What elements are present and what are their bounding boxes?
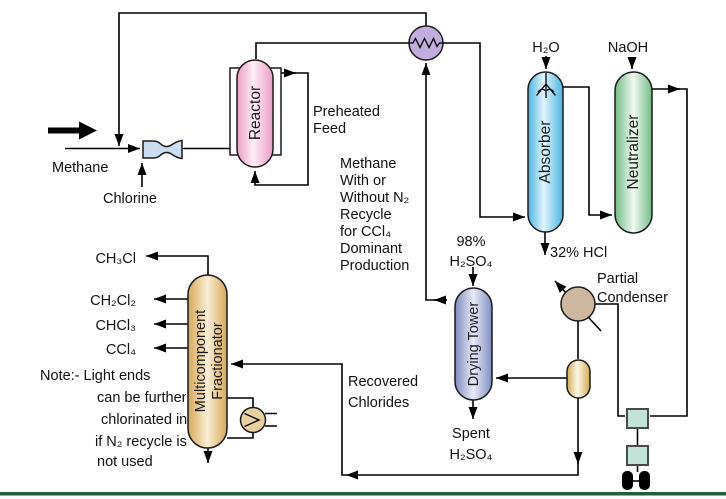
reboiler-stub-lines xyxy=(265,412,277,427)
preheated-feed-label-1: Preheated xyxy=(313,104,380,120)
storage-box-1 xyxy=(626,408,649,429)
bottoms-run-line xyxy=(346,462,579,480)
chlorine-label: Chlorine xyxy=(103,191,157,207)
overhead-product-line xyxy=(146,251,209,275)
fractionator-vessel xyxy=(187,274,228,449)
reactor-vessel xyxy=(236,59,274,168)
condenser-to-storage-line xyxy=(595,303,625,417)
fractionator-label-2: Fractionator xyxy=(210,322,226,400)
neutralizer-vessel xyxy=(614,71,653,234)
bold-feed-arrow xyxy=(48,121,97,140)
equipment-labels: Reactor Absorber Neutralizer Drying Towe… xyxy=(193,86,668,412)
partial-condenser-label-2: Condenser xyxy=(597,290,668,306)
absorber-spray-nozzle xyxy=(535,73,557,98)
footnote-line-4: if N₂ recycle is xyxy=(95,434,187,450)
footnote-line-3: chlorinated in xyxy=(101,412,187,428)
acid-in-label-1: 98% xyxy=(456,234,485,250)
drying-tower-vessel xyxy=(454,287,493,401)
water-label: H₂O xyxy=(532,40,559,56)
drying-tower-label: Drying Tower xyxy=(466,302,482,387)
storage-box-2 xyxy=(626,445,649,466)
knockout-drum xyxy=(566,359,591,399)
partial-condenser xyxy=(560,286,596,322)
trailer-wheel-left xyxy=(622,471,633,490)
product-label-ccl4: CCl₄ xyxy=(106,342,136,358)
hx-to-absorber-line xyxy=(443,42,525,222)
recovered-label-2: Chlorides xyxy=(348,395,409,411)
mode-note-line-1: Methane xyxy=(340,156,396,172)
recycle-to-feed-line xyxy=(114,12,427,146)
mode-note-line-4: Recycle xyxy=(340,207,392,223)
heat-exchanger xyxy=(408,25,444,61)
mode-note-line-5: for CCl₄ xyxy=(340,224,391,240)
trailer-wheel-right xyxy=(639,471,650,490)
product-label-ch2cl2: CH₂Cl₂ xyxy=(90,293,136,309)
neutralizer-to-storage-line xyxy=(650,88,688,417)
stream-labels: Methane Chlorine Preheated Feed H₂O NaOH… xyxy=(52,40,648,463)
annotation-texts: Methane With or Without N₂ Recycle for C… xyxy=(40,156,409,470)
preheated-feed-loop xyxy=(250,72,309,186)
reboiler xyxy=(239,406,267,434)
preheated-feed-label-2: Feed xyxy=(313,121,346,137)
spent-acid-label-1: Spent xyxy=(452,426,490,442)
dryer-to-hx-riser xyxy=(421,63,437,301)
mode-note-line-3: Without N₂ xyxy=(340,190,409,206)
acid-in-label-2: H₂SO₄ xyxy=(450,254,493,270)
absorber-vessel xyxy=(527,71,564,233)
reactor-outlet-line xyxy=(255,42,409,59)
footer-divider-bar xyxy=(0,492,726,496)
naoh-label: NaOH xyxy=(608,40,648,56)
methane-label: Methane xyxy=(52,160,108,176)
footnote-line-2: can be further xyxy=(97,390,187,406)
footnote-line-1: Note:- Light ends xyxy=(40,368,150,384)
reboiler-chevron xyxy=(244,412,261,428)
partial-condenser-label-1: Partial xyxy=(597,271,638,287)
reboiler-top-line xyxy=(227,397,254,407)
recovered-chlorides-line xyxy=(231,359,346,476)
heat-exchanger-coil xyxy=(409,36,443,49)
product-label-ch3cl: CH₃Cl xyxy=(95,251,136,267)
footnote-line-5: not used xyxy=(97,454,153,470)
spent-acid-label-2: H₂SO₄ xyxy=(450,447,493,463)
hcl-label: 32% HCl xyxy=(550,245,607,261)
process-lines xyxy=(65,12,688,482)
fractionator-label-1: Multicomponent xyxy=(193,310,209,412)
mode-note-line-7: Production xyxy=(340,258,409,274)
mode-note-line-6: Dominant xyxy=(340,241,402,257)
venturi-mixer xyxy=(142,139,183,160)
absorber-label: Absorber xyxy=(537,121,554,184)
mode-note-line-2: With or xyxy=(340,173,386,189)
recovered-label-1: Recovered xyxy=(348,374,418,390)
product-label-chcl3: CHCl₃ xyxy=(95,318,136,334)
absorber-to-neutralizer-line xyxy=(563,86,612,220)
reactor-label: Reactor xyxy=(247,86,264,140)
neutralizer-label: Neutralizer xyxy=(625,115,642,190)
reboiler-bottom-line xyxy=(227,433,254,439)
